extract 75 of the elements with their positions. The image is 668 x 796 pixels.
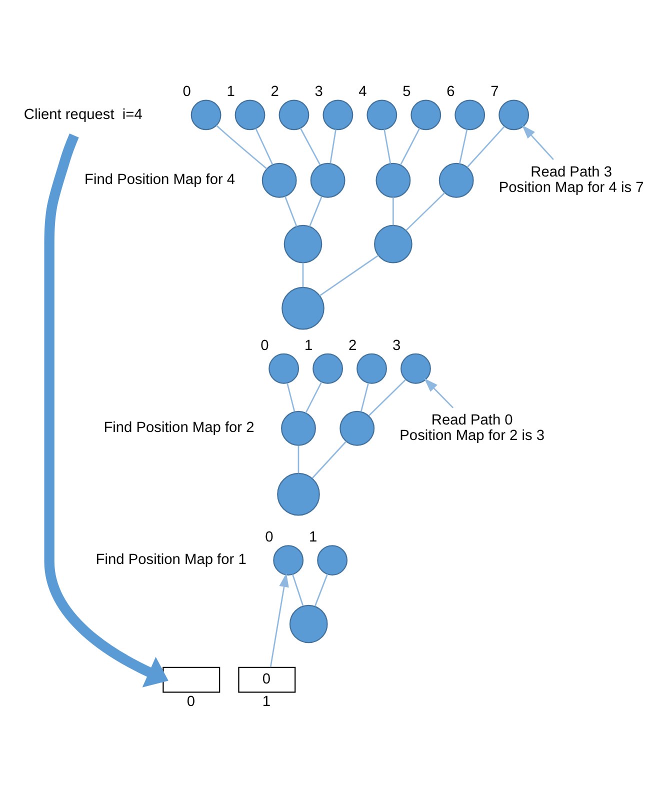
node-circle — [278, 99, 310, 130]
connector — [368, 378, 406, 416]
connector — [384, 128, 392, 164]
node-circle — [498, 99, 530, 130]
node-label: 6 — [446, 84, 455, 100]
node-circle — [356, 352, 387, 384]
node-label: 2 — [270, 84, 279, 100]
node-circle — [234, 99, 266, 130]
node-circle — [317, 544, 348, 575]
node-circle — [438, 162, 474, 198]
node-label: 0 — [260, 337, 269, 354]
arrow — [44, 133, 168, 687]
connector — [216, 124, 268, 169]
node-label: 4 — [358, 84, 367, 100]
connector — [392, 196, 394, 225]
node-circle — [400, 352, 431, 384]
node-circle — [289, 604, 328, 643]
node-label: 0 — [186, 694, 196, 710]
node-label: 0 — [265, 529, 274, 546]
connector — [360, 382, 370, 412]
node-circle — [281, 410, 316, 446]
node-circle — [277, 472, 320, 516]
node-circle — [376, 162, 411, 198]
node-label: 1 — [262, 694, 271, 710]
label: Find Position Map for 4 — [84, 172, 236, 188]
node-circle — [284, 224, 322, 263]
node-circle — [282, 286, 324, 330]
label: Find Position Map for 1 — [96, 552, 246, 568]
connector — [305, 381, 322, 413]
connector — [406, 192, 446, 230]
node-circle — [374, 224, 412, 263]
node-circle — [366, 99, 398, 130]
node-text: Client request i=4 — [24, 106, 142, 122]
node-label: 1 — [226, 84, 235, 100]
node-box — [162, 666, 220, 692]
node-circle — [273, 544, 304, 575]
connector — [400, 127, 420, 165]
node-circle — [340, 410, 375, 446]
connector — [302, 262, 304, 287]
node-circle — [410, 99, 442, 130]
arrow — [270, 572, 289, 667]
node-label: 3 — [392, 337, 401, 354]
node-label: 7 — [490, 84, 499, 100]
connector — [309, 196, 322, 226]
connector — [292, 574, 304, 606]
connector — [284, 196, 298, 226]
connector — [319, 254, 379, 296]
node-label: 1 — [304, 337, 313, 354]
connector — [314, 573, 328, 606]
connector — [255, 128, 274, 164]
node-label: 0 — [182, 84, 191, 100]
connector — [466, 126, 505, 168]
node-circle — [454, 99, 486, 130]
node-label: 2 — [348, 337, 357, 354]
connector — [298, 445, 300, 473]
connector — [300, 127, 321, 165]
connector — [459, 128, 468, 164]
node-circle — [262, 162, 297, 198]
node-circle — [322, 99, 354, 130]
node-label: 1 — [309, 529, 318, 546]
node-label: 3 — [314, 84, 323, 100]
arrow — [424, 378, 454, 408]
connector — [312, 440, 347, 478]
label: Find Position Map for 2 — [104, 420, 254, 436]
arrow — [522, 124, 554, 160]
node-text: Read Path 3 Position Map for 4 is 7 — [498, 164, 644, 196]
node-circle — [312, 352, 344, 384]
connector — [330, 128, 336, 163]
node-box: 0 — [238, 666, 296, 692]
connector — [286, 382, 296, 412]
node-text: Read Path 0 Position Map for 2 is 3 — [400, 412, 545, 444]
node-circle — [190, 99, 222, 130]
node-label: 5 — [402, 84, 411, 100]
node-circle — [268, 352, 300, 384]
node-circle — [310, 162, 346, 198]
